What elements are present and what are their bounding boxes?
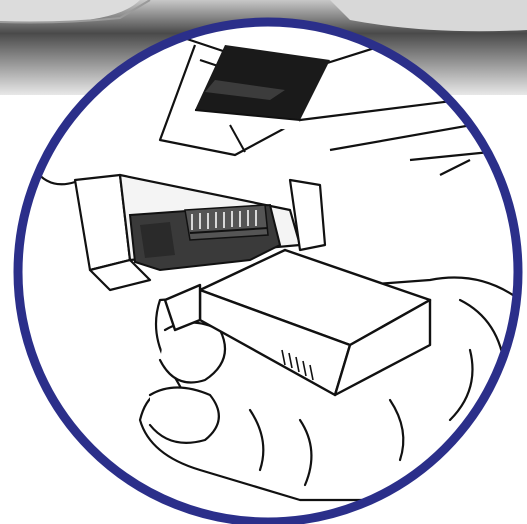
- illustration-svg: [0, 0, 527, 524]
- illustration-stage: [0, 0, 527, 524]
